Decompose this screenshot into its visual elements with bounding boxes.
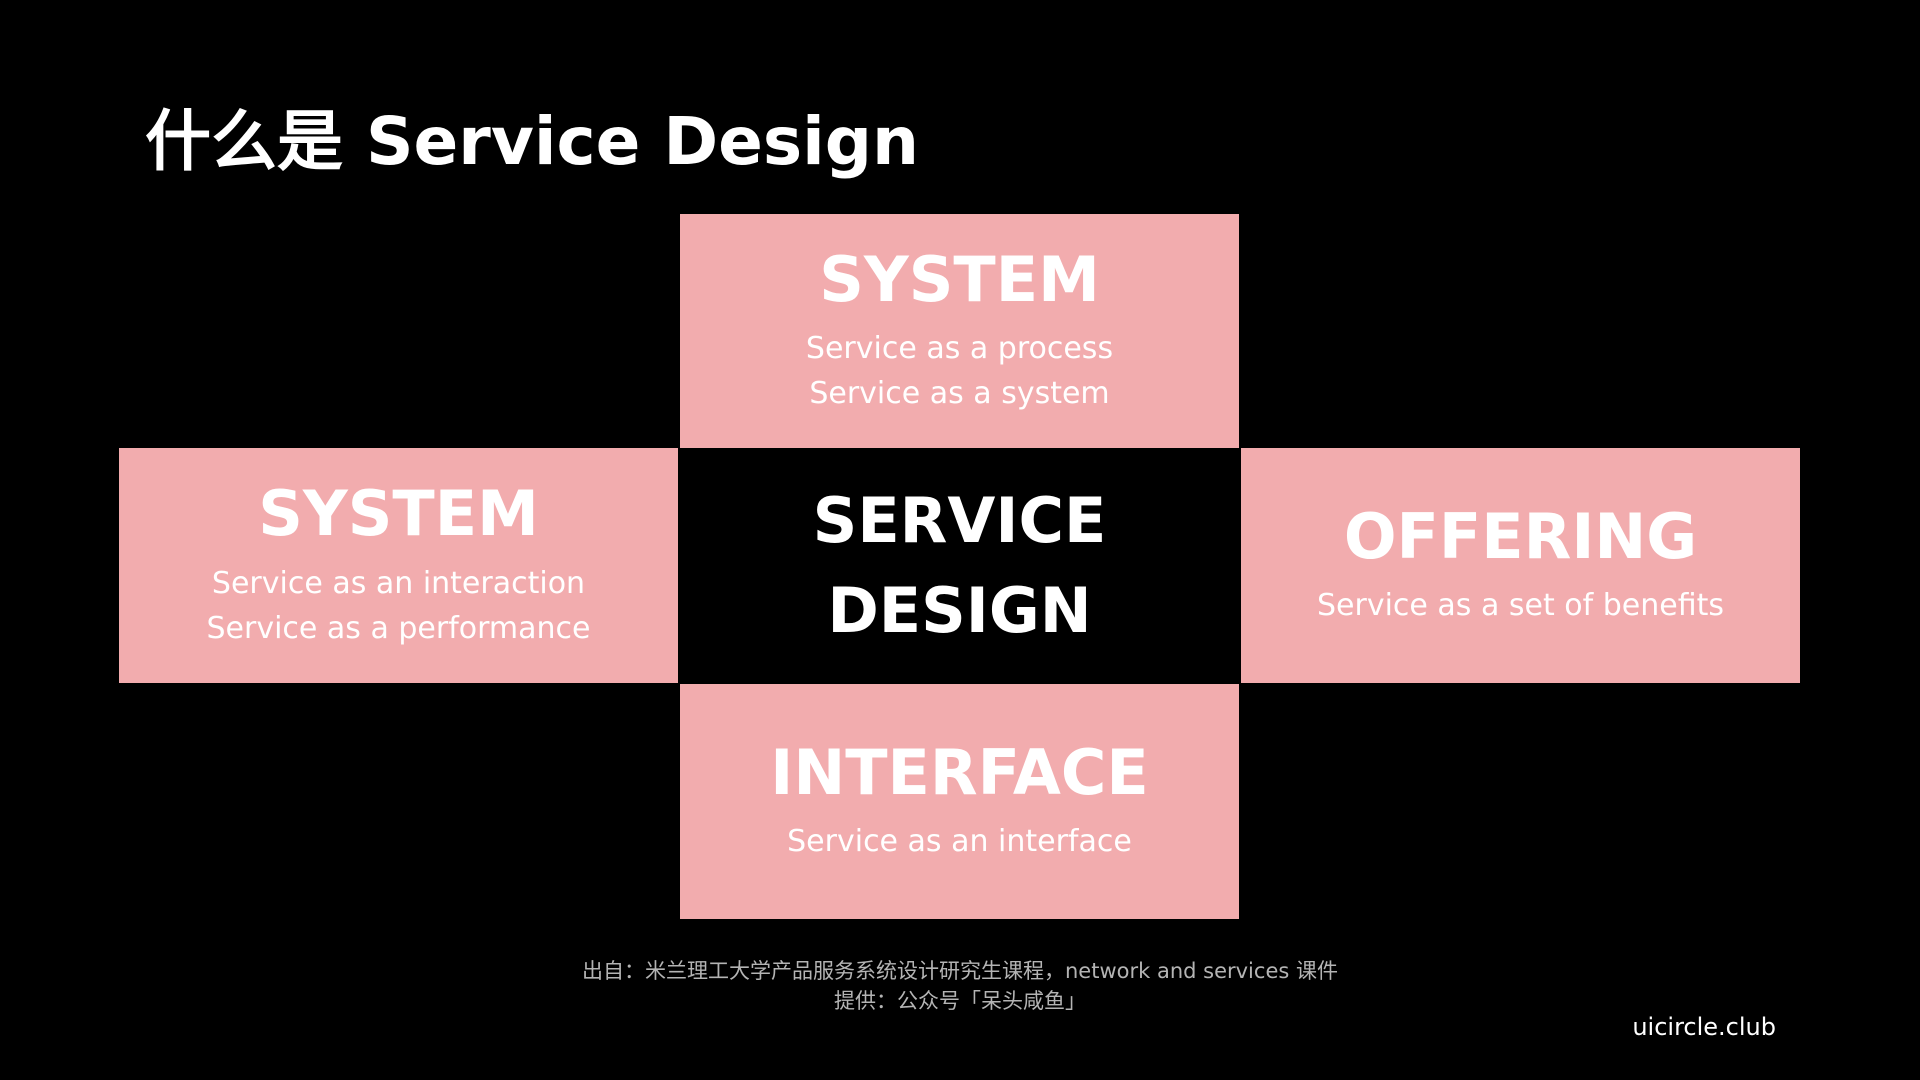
provider-caption: 提供：公众号「呆头咸鱼」: [834, 989, 1086, 1013]
box-bottom-heading: INTERFACE: [770, 735, 1149, 809]
source-caption: 出自：米兰理工大学产品服务系统设计研究生课程，network and servi…: [582, 959, 1338, 983]
box-left-line-2: Service as a performance: [206, 610, 591, 646]
box-left-line-1: Service as an interaction: [211, 565, 586, 601]
box-top-line-2: Service as a system: [809, 376, 1110, 412]
box-left-heading: SYSTEM: [258, 477, 539, 551]
box-top-lines: Service as a process Service as a system: [806, 326, 1113, 416]
center-line-2: DESIGN: [827, 573, 1092, 647]
center-line-1: SERVICE: [812, 483, 1107, 557]
box-left-system: SYSTEM Service as an interaction Service…: [119, 448, 678, 683]
box-right-heading: OFFERING: [1343, 499, 1698, 573]
box-right-lines: Service as a set of benefits: [1317, 583, 1724, 628]
site-link[interactable]: uicircle.club: [1632, 1013, 1776, 1041]
center-service-design: SERVICE DESIGN: [680, 448, 1239, 683]
box-top-line-1: Service as a process: [805, 331, 1114, 367]
box-right-offering: OFFERING Service as a set of benefits: [1241, 448, 1800, 683]
box-bottom-interface: INTERFACE Service as an interface: [680, 684, 1239, 919]
box-bottom-lines: Service as an interface: [787, 819, 1132, 864]
box-left-lines: Service as an interaction Service as a p…: [206, 561, 590, 651]
box-bottom-line-1: Service as an interface: [787, 824, 1132, 860]
box-top-heading: SYSTEM: [819, 242, 1100, 316]
box-top-system: SYSTEM Service as a process Service as a…: [680, 214, 1239, 448]
page-title: 什么是 Service Design: [145, 103, 920, 180]
box-right-line-1: Service as a set of benefits: [1317, 588, 1724, 624]
